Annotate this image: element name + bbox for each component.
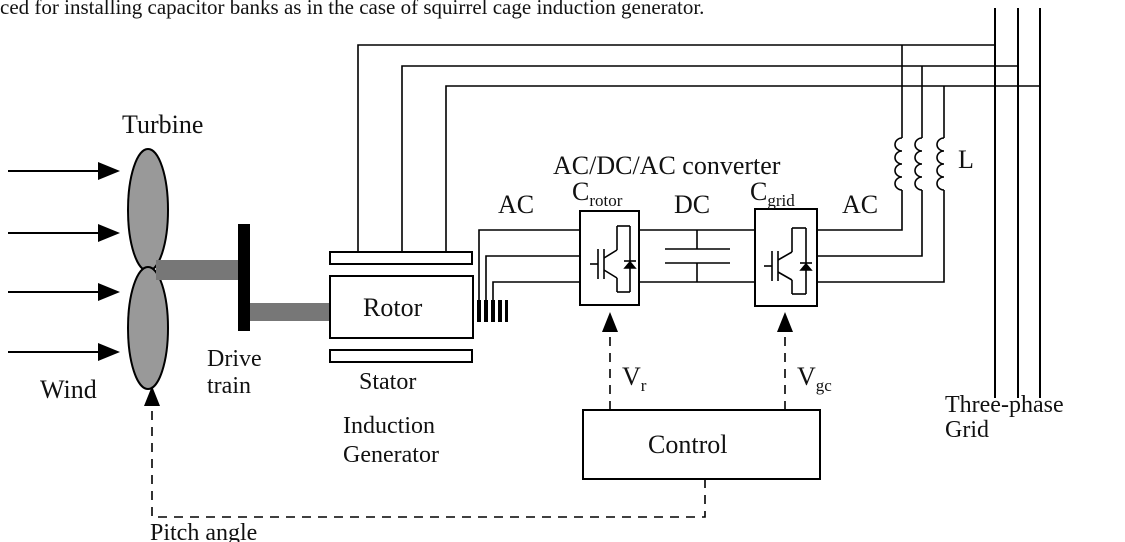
- inductor-label: L: [958, 145, 974, 174]
- rotor-box: [329, 275, 474, 339]
- c-rotor-label: Crotor: [572, 177, 623, 210]
- control-arrowheads: [144, 312, 793, 406]
- drive-train-plate: [238, 224, 250, 331]
- caption-text: ced for installing capacitor banks as in…: [0, 0, 704, 19]
- rotor-shaft: [250, 303, 330, 321]
- grid-side-wiring: [817, 45, 945, 283]
- grid-label-2: Grid: [945, 417, 989, 443]
- generator-label-2: Generator: [343, 442, 439, 468]
- dc-link: [639, 229, 755, 283]
- rotor-wiring: [478, 229, 580, 300]
- control-label: Control: [648, 430, 727, 459]
- drive-train-label-1: Drive: [207, 346, 262, 372]
- vr-label: Vr: [622, 362, 647, 395]
- c-grid-box: [754, 208, 818, 307]
- rotor-label: Rotor: [363, 293, 423, 322]
- ac-left-label: AC: [498, 190, 534, 219]
- converter-label: AC/DC/AC converter: [553, 151, 781, 180]
- turbine-label: Turbine: [122, 110, 203, 139]
- generator-label-1: Induction: [343, 413, 435, 439]
- vgc-label: Vgc: [797, 362, 832, 395]
- turbine-blades: [127, 148, 169, 390]
- wind-label: Wind: [40, 375, 97, 404]
- control-box: [582, 409, 821, 480]
- stator-label: Stator: [359, 369, 416, 395]
- ac-right-label: AC: [842, 190, 878, 219]
- igbt-symbol-rotor: [590, 225, 637, 293]
- slip-rings: [477, 300, 508, 322]
- igbt-symbol-grid: [764, 227, 813, 295]
- dc-label: DC: [674, 190, 710, 219]
- wind-arrows: [8, 162, 120, 361]
- drive-train-label-2: train: [207, 373, 251, 399]
- stator-bottom: [329, 349, 473, 363]
- turbine-shaft: [156, 260, 238, 280]
- control-signals: [151, 332, 786, 518]
- stator-top: [329, 251, 473, 265]
- pitch-angle-label: Pitch angle: [150, 520, 257, 542]
- grid-label-1: Three-phase: [945, 392, 1064, 418]
- c-grid-label: Cgrid: [750, 177, 795, 210]
- c-rotor-box: [579, 210, 640, 306]
- grid-bus: [994, 8, 1041, 398]
- inductor-coils: [894, 137, 945, 191]
- stator-grid-lines: [357, 44, 1040, 252]
